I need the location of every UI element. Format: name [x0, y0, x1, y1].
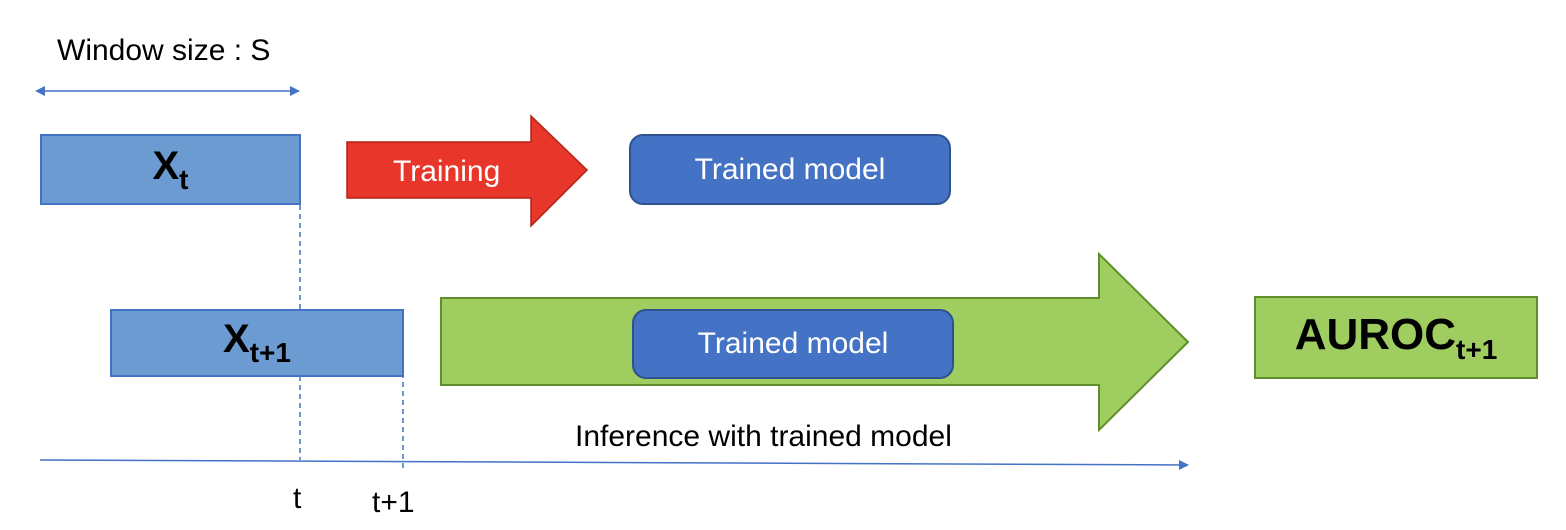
auroc-result-label: AUROCt+1: [1294, 309, 1498, 365]
trained-model-inference-label: Trained model: [697, 327, 889, 360]
tick-label-t1: t+1: [372, 486, 415, 519]
training-label: Training: [393, 155, 501, 188]
trained-model-top-label: Trained model: [694, 152, 886, 186]
tick-label-t: t: [293, 482, 302, 515]
trained-model-top: Trained model: [629, 134, 951, 205]
data-window-t: Xt: [40, 134, 301, 205]
time-axis: [39, 459, 1189, 470]
window-size-label: Window size : S: [57, 34, 271, 67]
data-window-t-label: Xt: [152, 143, 189, 195]
training-arrow: [346, 114, 589, 228]
auroc-result: AUROCt+1: [1254, 296, 1538, 379]
inference-caption: Inference with trained model: [575, 420, 952, 453]
trained-model-inference: Trained model: [632, 309, 954, 379]
data-window-t1: Xt+1: [110, 309, 404, 377]
data-window-t1-label: Xt+1: [223, 317, 291, 368]
